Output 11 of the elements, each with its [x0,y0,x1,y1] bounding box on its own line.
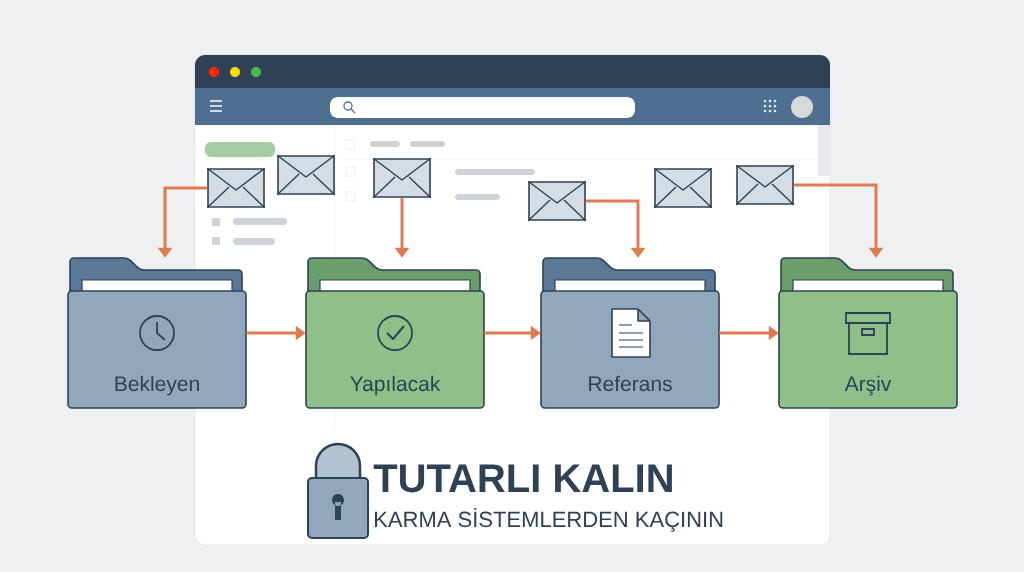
envelope-icon [372,157,432,199]
subheading: KARMA SİSTEMLERDEN KAÇININ [375,507,723,532]
envelope-icon [206,167,266,209]
envelope-icon [276,154,336,196]
heading: TUTARLI KALIN [373,464,672,493]
envelope-icon [735,164,795,206]
envelope-icon [527,180,587,222]
folder: Yapılacak [305,257,485,409]
envelope-icon [653,167,713,209]
folder: Arşiv [778,257,958,409]
folder: Bekleyen [67,257,247,409]
